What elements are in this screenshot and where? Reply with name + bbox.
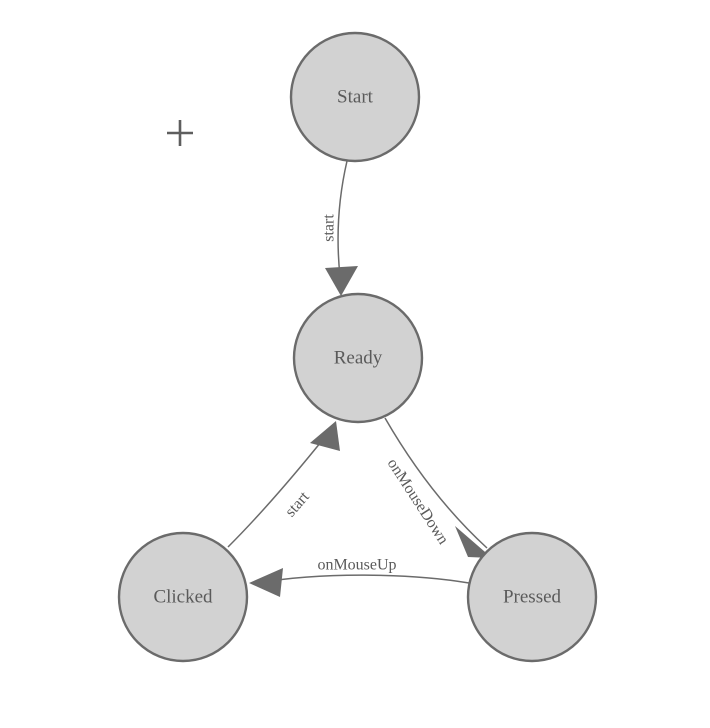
edge-pressed-to-clicked[interactable]: onMouseUp <box>249 557 470 597</box>
edge-clicked-to-ready[interactable]: start <box>227 421 340 548</box>
arrowhead-into-ready-from-clicked <box>310 421 340 451</box>
node-ready[interactable]: Ready <box>292 292 424 424</box>
edge-clicked-to-ready-path <box>227 436 326 548</box>
edge-label-clicked-to-ready: start <box>282 488 313 520</box>
arrowhead-into-pressed-from-ready <box>455 526 492 558</box>
edge-label-start-to-ready: start <box>321 214 338 242</box>
edge-start-to-ready-path <box>337 160 348 277</box>
node-pressed[interactable]: Pressed <box>466 531 598 663</box>
node-ready-label: Ready <box>334 347 383 368</box>
crosshair-icon <box>167 120 193 146</box>
edge-start-to-ready[interactable]: start <box>321 160 358 296</box>
node-clicked-circle[interactable] <box>117 531 249 663</box>
arrowhead-into-clicked-from-pressed <box>249 568 283 597</box>
arrowhead-into-ready-from-start <box>325 266 358 296</box>
edge-ready-to-pressed[interactable]: onMouseDown <box>384 417 492 558</box>
edge-pressed-to-clicked-path <box>257 574 470 584</box>
edge-ready-to-pressed-path <box>384 417 488 549</box>
node-pressed-circle[interactable] <box>466 531 598 663</box>
node-clicked[interactable]: Clicked <box>117 531 249 663</box>
node-clicked-label: Clicked <box>153 586 213 607</box>
node-start[interactable]: Start <box>289 31 421 163</box>
node-pressed-label: Pressed <box>503 586 562 607</box>
node-start-label: Start <box>337 86 374 107</box>
node-ready-circle[interactable] <box>292 292 424 424</box>
edge-label-pressed-to-clicked: onMouseUp <box>317 557 396 574</box>
node-start-circle[interactable] <box>289 31 421 163</box>
